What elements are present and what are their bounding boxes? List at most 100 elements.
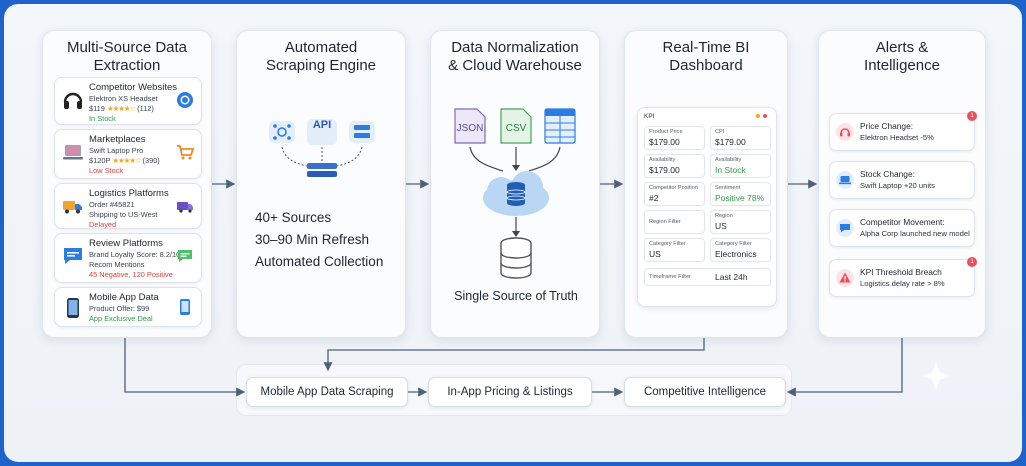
source-price: $119 (89, 104, 105, 113)
region-filter[interactable]: Region Filter (644, 210, 705, 234)
arrow-dashboard-to-mobile (323, 338, 705, 372)
alert-stock-change[interactable]: Stock Change: Swift Laptop +20 units (829, 161, 975, 199)
source-status: Low Stock (89, 166, 124, 175)
server-icon (349, 121, 375, 143)
kpi-label: CPI (715, 129, 725, 135)
scraping-title: Automated Scraping Engine (265, 39, 377, 74)
headset-alert-icon (836, 123, 854, 141)
alert-title: KPI Threshold Breach (860, 267, 942, 277)
timeframe-filter[interactable]: Timeframe Filter Last 24h (644, 268, 771, 286)
kpi-value: $179.00 (649, 137, 680, 147)
chat-icon (64, 248, 82, 264)
source-status: 45 Negative, 120 Positive (89, 270, 173, 279)
engine-server-icon (307, 163, 337, 177)
alert-competitor-movement[interactable]: Competitor Movement: Alpha Corp launched… (829, 209, 975, 247)
timeframe-value: Last 24h (715, 272, 748, 282)
alert-kpi-breach[interactable]: KPI Threshold Breach Logistics delay rat… (829, 257, 977, 297)
cloud-database-icon (483, 171, 549, 216)
phone-icon (67, 298, 79, 318)
alert-title: Stock Change: (860, 169, 915, 179)
laptop-icon (63, 145, 83, 160)
source-mentions: Recom Mentions (89, 260, 145, 269)
kpi-label: Region (715, 213, 733, 219)
source-name: Mobile App Data (89, 292, 159, 303)
kpi-header: KPI (644, 113, 655, 120)
truck-icon (63, 201, 82, 214)
arrow-alerts-to-intelligence (786, 338, 903, 397)
stat-refresh: 30–90 Min Refresh (255, 232, 370, 247)
notification-badge: 1 (967, 257, 977, 267)
json-file-icon (454, 108, 486, 144)
kpi-value: In Stock (715, 165, 746, 175)
in-app-pricing-step[interactable]: In-App Pricing & Listings (428, 377, 592, 407)
source-offer: Product Offer: $99 (89, 304, 150, 313)
notification-badge: 1 (967, 111, 977, 121)
kpi-value: Electronics (715, 249, 757, 259)
source-status: App Exclusive Deal (89, 314, 153, 323)
kpi-availability-stock[interactable]: Availability In Stock (710, 154, 771, 178)
warehouse-panel: Data Normalization & Cloud Warehouse (430, 30, 600, 338)
alert-price-change[interactable]: Price Change: Elektron Headset -5% 1 (829, 111, 977, 151)
kpi-label: Sentiment (715, 185, 741, 191)
kpi-label: Category Filter (715, 241, 752, 247)
kpi-label: Category Filter (649, 241, 686, 247)
alert-title: Competitor Movement: (860, 217, 945, 227)
mobile-app-scraping-step[interactable]: Mobile App Data Scraping (246, 377, 408, 407)
cart-icon (177, 145, 195, 160)
chrome-icon (177, 92, 193, 108)
stat-automation: Automated Collection (255, 254, 384, 269)
source-status: Delayed (89, 220, 117, 229)
source-shipping: Shipping to US-West (89, 210, 158, 219)
kpi-label: Availability (715, 157, 742, 163)
window-controls (756, 114, 770, 118)
laptop-alert-icon (836, 171, 854, 189)
source-product: Swift Laptop Pro (89, 146, 144, 155)
warning-icon (836, 269, 854, 287)
stat-sources: 40+ Sources (255, 210, 332, 225)
dashboard-title: Real-Time BI Dashboard (662, 39, 750, 74)
kpi-value: #2 (649, 193, 659, 203)
extraction-panel: Multi-Source Data Extraction Competitor … (42, 30, 212, 338)
source-card-logistics[interactable]: Logistics Platforms Order #45821 Shippin… (54, 183, 202, 229)
kpi-cpi[interactable]: CPI $179.00 (710, 126, 771, 150)
source-card-reviews[interactable]: Review Platforms Brand Loyalty Score: 8.… (54, 233, 202, 283)
network-icon (269, 121, 295, 143)
scraping-illustration (269, 119, 375, 177)
kpi-value: US (649, 249, 661, 259)
alert-description: Logistics delay rate > 8% (860, 279, 945, 288)
kpi-dashboard[interactable]: KPI Product Price$179.00 CPI $179.00 Avai… (637, 107, 777, 307)
dashboard-panel: Real-Time BI Dashboard KPI Product Price… (624, 30, 788, 338)
kpi-availability-price[interactable]: Availability $179.00 (644, 154, 705, 178)
competitive-intelligence-step[interactable]: Competitive Intelligence (624, 377, 786, 407)
source-card-competitor-websites[interactable]: Competitor Websites Elektron XS Headset … (54, 77, 202, 125)
kpi-competitor-position[interactable]: Competitor Position #2 (644, 182, 705, 206)
alert-title: Price Change: (860, 121, 914, 131)
alert-description: Swift Laptop +20 units (860, 181, 935, 190)
csv-label: CSV (505, 123, 527, 134)
arrow-extraction-to-mobile (124, 338, 246, 397)
alert-description: Alpha Corp launched new model (860, 229, 970, 238)
rating-stars: ★★★★☆ (106, 104, 136, 113)
kpi-label: Competitor Position (649, 185, 698, 191)
source-score: Brand Loyalty Score: 8.2/10 (89, 250, 181, 259)
headphones-icon (63, 92, 83, 109)
json-label: JSON (456, 123, 484, 134)
source-card-marketplaces[interactable]: Marketplaces Swift Laptop Pro $120P ★★★★… (54, 129, 202, 179)
kpi-label: Availability (649, 157, 676, 163)
kpi-label: Region Filter (649, 219, 681, 225)
api-icon (307, 119, 337, 145)
kpi-product-price[interactable]: Product Price$179.00 (644, 126, 705, 150)
source-name: Competitor Websites (89, 82, 177, 93)
spreadsheet-icon (544, 108, 576, 144)
source-card-mobile-app[interactable]: Mobile App Data Product Offer: $99 App E… (54, 287, 202, 327)
review-icon (178, 250, 192, 262)
kpi-value: US (715, 221, 727, 231)
kpi-value: $179.00 (649, 165, 680, 175)
csv-file-icon (500, 108, 532, 144)
kpi-value: $179.00 (715, 137, 746, 147)
warehouse-illustration (454, 108, 576, 279)
